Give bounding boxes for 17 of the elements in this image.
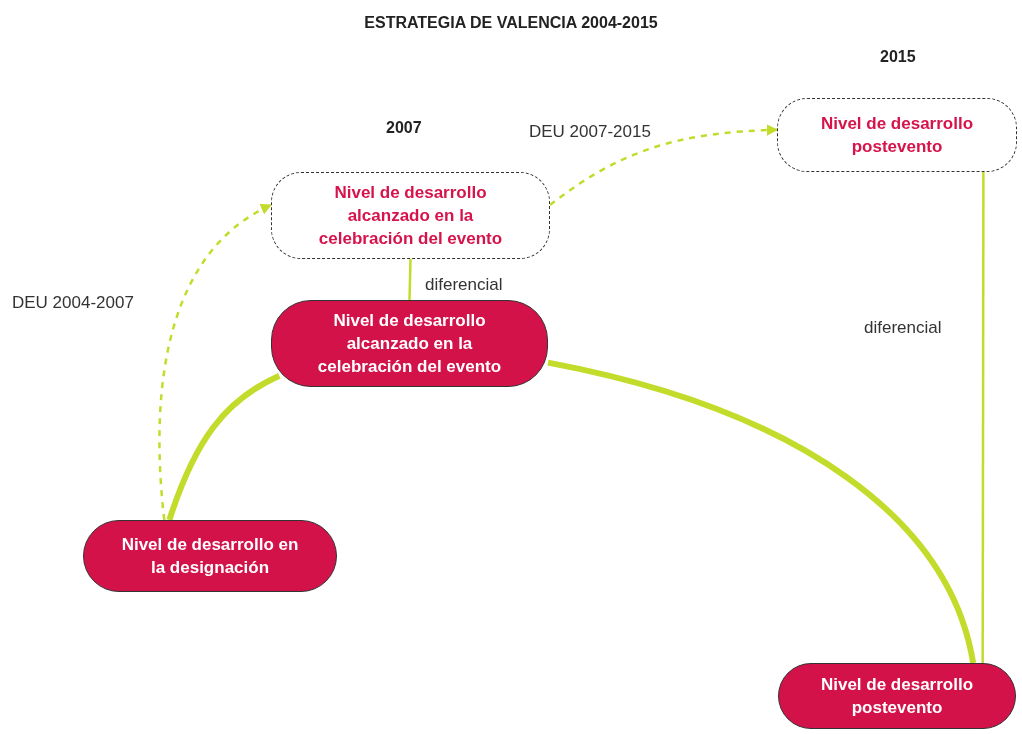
dashed-arrow xyxy=(158,203,272,521)
connector-line xyxy=(166,373,281,521)
dashed-node xyxy=(271,172,550,259)
node-text: Nivel de desarrollo en la designación xyxy=(120,534,300,579)
node-text: Nivel de desarrollo alcanzado en la celebración del evento xyxy=(317,182,504,250)
year-label: 2015 xyxy=(880,47,916,67)
dashed-arrow xyxy=(549,124,779,207)
node-text: Nivel de desarrollo postevento xyxy=(819,674,975,719)
diagram-title: ESTRATEGIA DE VALENCIA 2004-2015 xyxy=(363,13,659,33)
node-text: Nivel de desarrollo postevento xyxy=(819,113,975,158)
year-label: 2007 xyxy=(386,118,422,138)
connector-line xyxy=(547,359,977,664)
process-node xyxy=(271,300,548,387)
node-text: Nivel de desarrollo alcanzado en la celebración del evento xyxy=(316,310,503,378)
connector-line xyxy=(981,172,985,663)
connector-line xyxy=(408,258,412,301)
dashed-node xyxy=(777,98,1017,172)
